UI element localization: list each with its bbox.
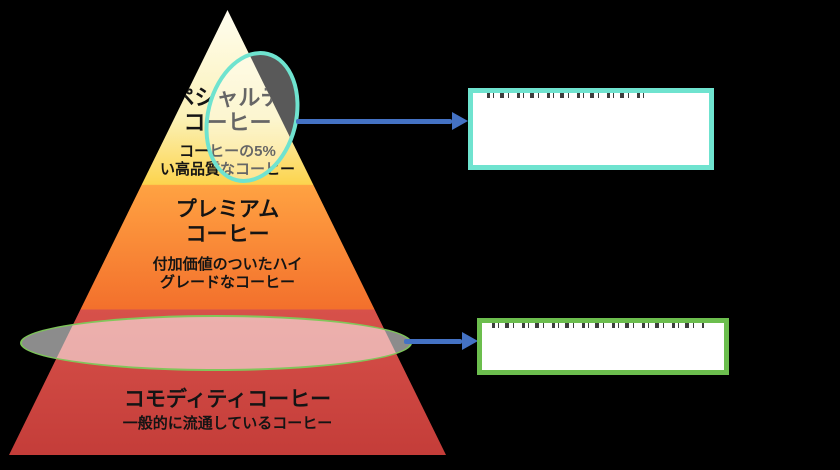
- premium-title-line1: プレミアム: [175, 198, 280, 221]
- specialty-subtitle-line2: い高品質なコーヒー: [159, 161, 295, 178]
- specialty-title-line2: コーヒー: [183, 110, 272, 135]
- commodity-title: コモディティコーヒー: [123, 388, 332, 411]
- commodity-subtitle: 一般的に流通しているコーヒー: [122, 415, 333, 432]
- arrow-shaft: [404, 339, 462, 344]
- premium-title-line2: コーヒー: [185, 223, 270, 246]
- specialty-callout-box: [468, 88, 714, 170]
- premium-subtitle-line2: グレードなコーヒー: [159, 274, 295, 291]
- arrow-head-icon: [452, 112, 468, 130]
- boundary-highlight-ellipse: [20, 315, 412, 371]
- arrow-shaft: [296, 119, 452, 124]
- premium-subtitle-line1: 付加価値のついたハイ: [152, 256, 303, 273]
- specialty-subtitle-line1: コーヒーの5%: [179, 143, 276, 160]
- specialty-arrow: [296, 112, 468, 130]
- boundary-arrow: [404, 332, 478, 350]
- arrow-head-icon: [462, 332, 478, 350]
- clipped-text-remnant: [487, 93, 647, 98]
- boundary-callout-box: [477, 318, 729, 375]
- clipped-text-remnant: [492, 323, 704, 328]
